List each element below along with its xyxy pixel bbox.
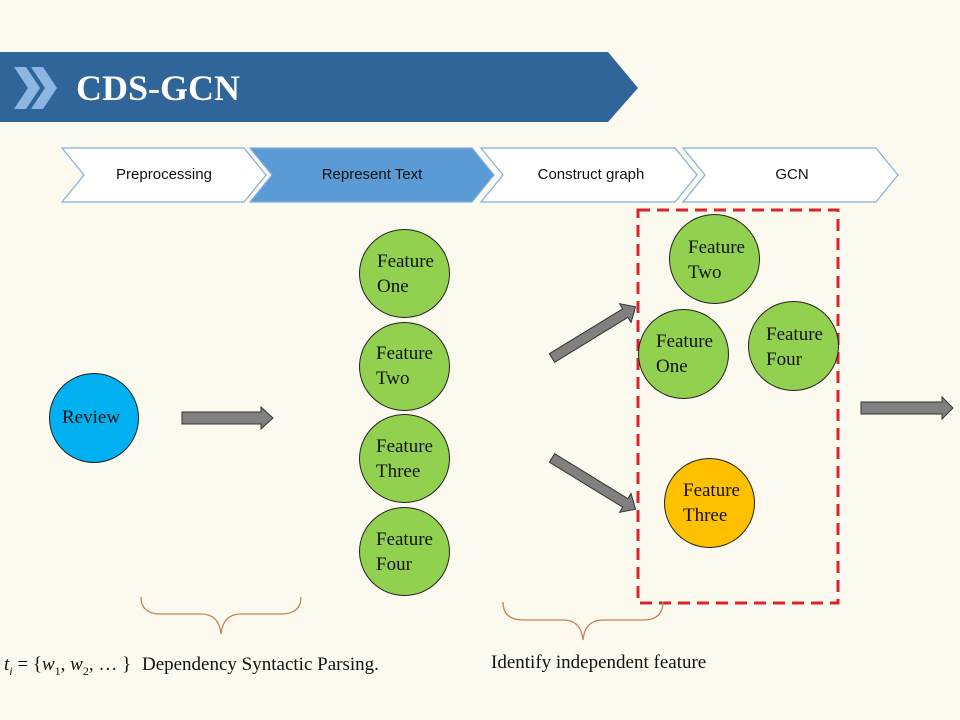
graph-feature-two-label-line2: Two bbox=[688, 262, 722, 283]
graph-feature-four-label-line1: Feature bbox=[766, 324, 823, 345]
feature-two-label-line2: Two bbox=[376, 368, 410, 389]
identify-caption: Identify independent feature bbox=[491, 652, 707, 673]
double-chevron-icon-second bbox=[31, 67, 57, 109]
feature-one-label-line1: Feature bbox=[377, 251, 434, 272]
feature-three-label-line1: Feature bbox=[376, 436, 433, 457]
graph-feature-one-node bbox=[638, 309, 729, 399]
brace-left bbox=[140, 596, 302, 635]
formula-eq: = { bbox=[12, 654, 42, 675]
step-represent-text-label: Represent Text bbox=[321, 166, 423, 183]
feature-one-label-line2: One bbox=[377, 276, 409, 297]
graph-feature-three-node bbox=[664, 458, 755, 548]
feature-two-node bbox=[359, 322, 450, 411]
feature-three-label-line2: Three bbox=[376, 461, 421, 482]
graph-feature-four-node bbox=[748, 301, 839, 391]
formula-t: t bbox=[4, 654, 10, 675]
arrow-features-to-graph-lower bbox=[548, 453, 637, 514]
formula-w1-sub: 1 bbox=[54, 663, 61, 678]
graph-feature-three-label-line1: Feature bbox=[683, 480, 740, 501]
page-title: CDS-GCN bbox=[76, 68, 241, 108]
graph-feature-two-label-line1: Feature bbox=[688, 237, 745, 258]
formula: ti = {w1, w2, … } bbox=[4, 654, 132, 678]
review-label: Review bbox=[62, 407, 121, 428]
parsing-caption: Dependency Syntactic Parsing. bbox=[141, 654, 379, 675]
step-preprocessing-label: Preprocessing bbox=[116, 166, 212, 183]
feature-four-label-line2: Four bbox=[376, 554, 412, 575]
double-chevron-icon bbox=[14, 67, 40, 109]
step-gcn-label: GCN bbox=[775, 166, 809, 183]
banner-shape bbox=[0, 52, 638, 122]
feature-three-node bbox=[359, 414, 450, 503]
formula-t-sub: i bbox=[9, 663, 13, 678]
formula-comma: , bbox=[60, 654, 71, 675]
feature-four-label-line1: Feature bbox=[376, 529, 433, 550]
formula-w2-sub: 2 bbox=[82, 663, 89, 678]
feature-two-label-line1: Feature bbox=[376, 343, 433, 364]
graph-feature-one-label-line2: One bbox=[656, 356, 688, 377]
graph-feature-one-label-line1: Feature bbox=[656, 331, 713, 352]
arrow-features-to-graph-upper bbox=[548, 302, 637, 363]
graph-feature-three-label-line2: Three bbox=[683, 505, 728, 526]
review-node bbox=[49, 373, 139, 463]
formula-w2: w bbox=[70, 654, 83, 675]
graph-feature-two-node bbox=[669, 214, 760, 304]
graph-feature-four-label-line2: Four bbox=[766, 349, 802, 370]
feature-one-node bbox=[359, 229, 450, 318]
arrow-review-to-features bbox=[181, 405, 274, 431]
title-banner bbox=[0, 52, 638, 122]
formula-caption: ti = {w1, w2, … } Dependency Syntactic P… bbox=[4, 654, 379, 679]
feature-four-node bbox=[359, 507, 450, 596]
arrow-graph-output bbox=[860, 395, 954, 421]
formula-w1: w bbox=[41, 654, 55, 675]
formula-rest: , … } bbox=[88, 654, 132, 675]
brace-right bbox=[502, 601, 664, 641]
step-construct-graph-label: Construct graph bbox=[537, 166, 645, 183]
